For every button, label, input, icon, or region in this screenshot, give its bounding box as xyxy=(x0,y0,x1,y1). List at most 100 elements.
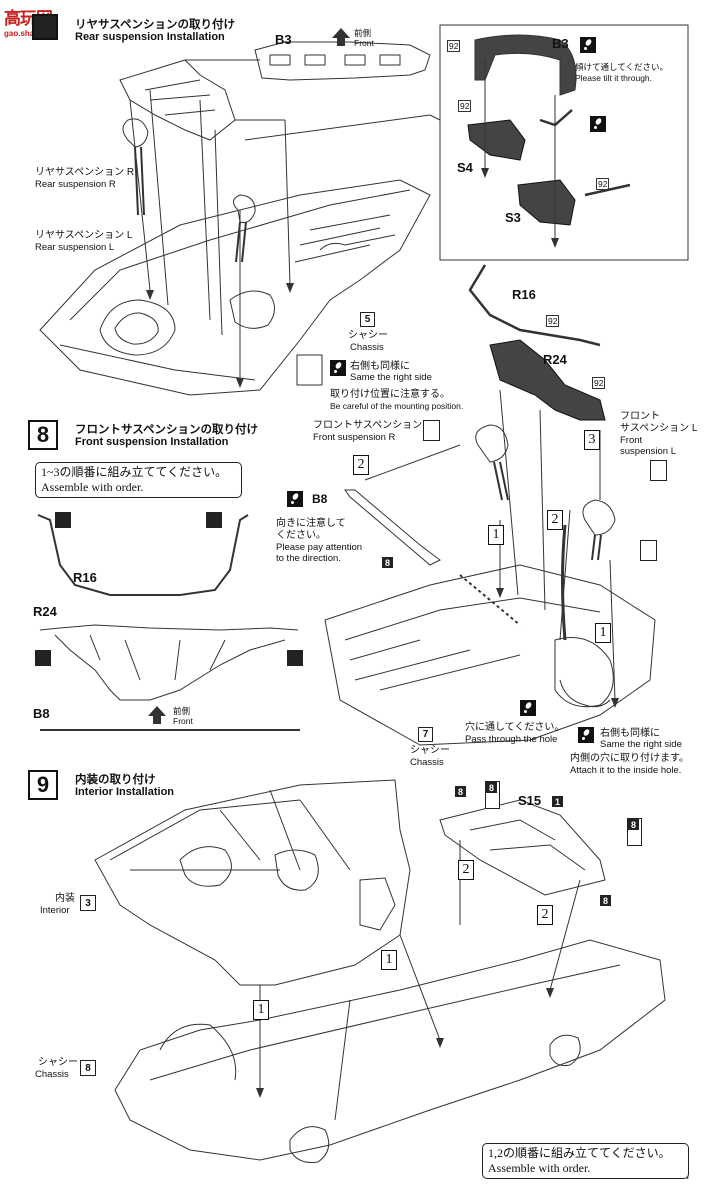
seq-3-a-num: 3 xyxy=(588,432,596,447)
same-right-en: Same the right side xyxy=(350,372,432,383)
n92-a: 92 xyxy=(447,40,461,52)
seq-2-c: 2 xyxy=(458,860,474,880)
step9-title-jp: 内装の取り付け xyxy=(75,774,156,786)
pass-hole-en: Pass through the hole xyxy=(465,734,558,745)
front-label-jp-2: 前側 xyxy=(173,706,191,716)
chassis-8-number: 8 xyxy=(85,1062,91,1074)
num8-c-box: 8 xyxy=(628,819,639,830)
chassis-5-en: Chassis xyxy=(350,342,384,353)
step7-title-en: Rear suspension Installation xyxy=(75,31,225,43)
assemble12-en: Assemble with order. xyxy=(488,1161,591,1175)
assemble-order-en: Assemble with order. xyxy=(41,480,144,494)
seq-2-a-num: 2 xyxy=(357,457,365,472)
inset-drop-icon-2 xyxy=(590,116,606,132)
seq-1-d-num: 1 xyxy=(257,1002,265,1017)
num8-d: 8 xyxy=(602,895,608,906)
rear-susp-l-en: Rear suspension L xyxy=(35,242,115,253)
b8-num: 8 xyxy=(384,557,390,568)
num8-b: 8 xyxy=(457,786,463,797)
step8-number: 8 xyxy=(36,422,50,447)
front-susp-l-en2: suspension L xyxy=(620,446,676,457)
s15-num-box: 1 xyxy=(552,796,563,807)
chassis-7-number: 7 xyxy=(422,729,429,740)
r24-icon-1 xyxy=(35,650,51,666)
step9-number-box: 9 xyxy=(28,770,58,800)
interior-num-box: 3 xyxy=(80,895,96,911)
step8-number-box: 8 xyxy=(28,420,58,450)
stabilizer-icon-2 xyxy=(206,512,222,528)
interior-num: 3 xyxy=(85,897,91,909)
assemble12-jp: 1,2の順番に組み立ててください。 xyxy=(488,1146,671,1160)
chassis-5-jp: シャシー xyxy=(348,330,388,341)
chassis-8-en: Chassis xyxy=(35,1069,69,1080)
chassis-5-box: 5 xyxy=(360,312,375,327)
attention-en2: to the direction. xyxy=(276,553,341,564)
r16-left-label: R16 xyxy=(73,570,97,585)
chassis-7-en: Chassis xyxy=(410,757,444,768)
n92-e: 92 xyxy=(592,377,606,389)
num8-a: 8 xyxy=(488,782,494,793)
s15-label: S15 xyxy=(518,793,542,808)
interior-en: Interior xyxy=(40,905,70,916)
front-label-en-2: Front xyxy=(173,716,193,726)
attention-icon xyxy=(287,491,303,507)
num8-c: 8 xyxy=(630,819,636,830)
same-right-en-2: Same the right side xyxy=(600,739,682,750)
stabilizer-icon-1 xyxy=(55,512,71,528)
b8-left-label: B8 xyxy=(33,706,50,721)
careful-jp: 取り付け位置に注意する。 xyxy=(330,389,450,400)
seq-1-a-num: 1 xyxy=(492,527,500,542)
r16-label: R16 xyxy=(512,287,536,302)
step8-title-en: Front suspension Installation xyxy=(75,436,229,448)
tilt-jp: 傾けて通してください。 xyxy=(575,62,668,72)
num8-b-box: 8 xyxy=(455,786,466,797)
assemble12-note: 1,2の順番に組み立ててください。 Assemble with order. xyxy=(482,1143,689,1179)
front-susp-r-detail-icon xyxy=(423,420,440,441)
s4-label: S4 xyxy=(457,160,473,175)
attention-jp1: 向きに注意して xyxy=(276,518,346,529)
rear-susp-r-jp: リヤサスペンション R xyxy=(35,167,135,178)
num8-d-box: 8 xyxy=(600,895,611,906)
seq-2-d-num: 2 xyxy=(541,907,549,922)
rear-susp-r-en: Rear suspension R xyxy=(35,179,116,190)
seq-2-c-num: 2 xyxy=(462,862,470,877)
pass-hole-jp: 穴に通してください。 xyxy=(465,722,565,733)
tilt-icon xyxy=(580,37,596,53)
interior-jp: 内装 xyxy=(55,893,75,904)
chassis-8-jp: シャシー xyxy=(38,1057,78,1068)
same-right-jp-2: 右側も同様に xyxy=(600,728,660,739)
front-susp-l-en1: Front xyxy=(620,435,643,446)
n92-c: 92 xyxy=(596,178,610,190)
attention-en1: Please pay attention xyxy=(276,542,363,553)
seq-2-b-num: 2 xyxy=(551,512,559,527)
seq-1-b: 1 xyxy=(595,623,611,643)
b3-part-label: B3 xyxy=(275,32,292,47)
seq-2-a: 2 xyxy=(353,455,369,475)
step9-number: 9 xyxy=(36,772,50,797)
rear-susp-l-jp: リヤサスペンション L xyxy=(35,230,133,241)
step7-number-box xyxy=(32,14,58,40)
r24-label: R24 xyxy=(543,352,567,367)
attach-inside-jp: 内側の穴に取り付けます。 xyxy=(570,753,689,764)
seq-3-a: 3 xyxy=(584,430,600,450)
step8-title-jp: フロントサスペンションの取り付け xyxy=(75,424,258,436)
assemble-order-jp: 1~3の順番に組み立ててください。 xyxy=(41,465,228,479)
attention-jp2: ください。 xyxy=(276,530,326,541)
r24-left-label: R24 xyxy=(33,604,57,619)
watermark-url: gao.shao.com xyxy=(4,29,58,38)
n92-d: 92 xyxy=(546,315,560,327)
chassis-7-box: 7 xyxy=(418,727,433,742)
inset-b3-label: B3 xyxy=(552,36,569,51)
seq-1-a: 1 xyxy=(488,525,504,545)
seq-1-c-num: 1 xyxy=(385,952,393,967)
front-susp-r-jp: フロントサスペンション R xyxy=(313,420,433,431)
s3-label: S3 xyxy=(505,210,521,225)
front-label-en: Front xyxy=(354,38,374,48)
seq-1-b-num: 1 xyxy=(599,625,607,640)
front-susp-l-detail-icon xyxy=(650,460,667,481)
same-side-icon-2 xyxy=(578,727,594,743)
step9-title-en: Interior Installation xyxy=(75,786,175,798)
chassis-8-box: 8 xyxy=(80,1060,96,1076)
front-susp-r-en: Front suspension R xyxy=(313,432,396,443)
